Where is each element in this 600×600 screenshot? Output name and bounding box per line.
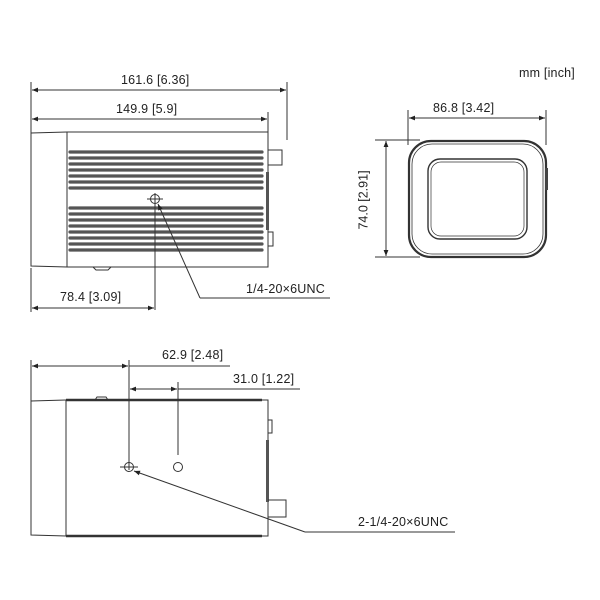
hole-spacing-label: 31.0 [1.22]: [233, 372, 295, 386]
bottom-mount-offset-label: 62.9 [2.48]: [162, 348, 224, 362]
front-height-label: 74.0 [2.91]: [356, 170, 371, 230]
front-view: [375, 110, 548, 259]
side-view: [30, 82, 330, 312]
body-length-label: 149.9 [5.9]: [116, 102, 178, 116]
mount-thread-label: 1/4-20×6UNC: [246, 282, 325, 296]
front-width-label: 86.8 [3.42]: [433, 101, 495, 115]
mount-offset-label: 78.4 [3.09]: [60, 290, 122, 304]
units-label: mm [inch]: [519, 66, 575, 80]
bottom-mount-thread-label: 2-1/4-20×6UNC: [358, 515, 449, 529]
mount-hole-icon: [173, 462, 183, 472]
bottom-view: [30, 360, 455, 538]
overall-length-label: 161.6 [6.36]: [121, 73, 190, 87]
